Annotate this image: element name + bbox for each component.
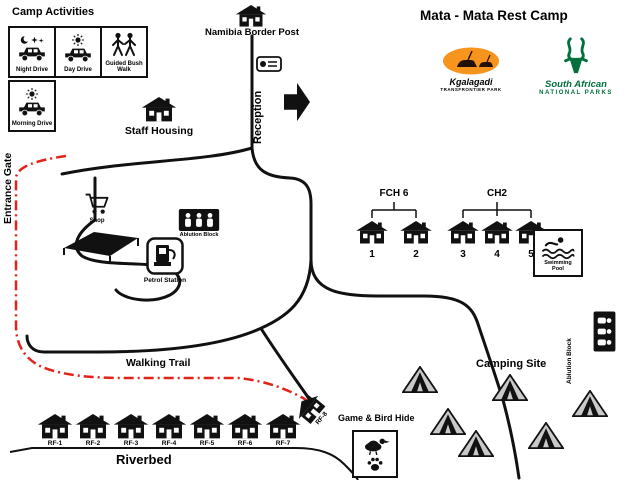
shop-shed-icon [62,228,140,264]
legend-label: Guided Bush Walk [105,60,143,74]
tent-icon [458,430,494,457]
riverbed-label: Riverbed [116,452,172,467]
petrol-station-icon [146,237,184,275]
border-post-label: Namibia Border Post [205,27,299,38]
rf-label: RF-4 [161,440,177,447]
chalet-2-icon [400,221,432,245]
morning-drive-icon [16,84,48,121]
tent-icon [492,374,528,401]
bird-icon [358,435,392,455]
rf-house-icon [76,414,110,440]
rf-label: RF-2 [85,440,101,447]
kgalagadi-name: Kgalagadi [449,77,493,87]
tent-icon [402,366,438,393]
chalet-5-number: 5 [528,249,534,260]
night-drive-icon [16,30,48,67]
fch6-bracket [371,202,417,218]
rf-label: RF-6 [237,440,253,447]
petrol-station-label: Petrol Station [143,277,187,284]
rf-label: RF-5 [199,440,215,447]
border-post-house-icon [236,5,266,28]
legend-label: Day Drive [64,67,92,74]
chalet-1-icon [356,221,388,245]
shop-label: Shop [89,218,105,224]
swimmer-icon [538,234,578,260]
rf-house-icon [228,414,262,440]
fch6-label: FCH 6 [379,188,409,199]
camping-ablution-label: Ablution Block [566,338,573,384]
chalet-3-number: 3 [460,249,466,260]
legend-activities: Night Drive Day Drive Guided Bush Walk [8,26,148,78]
staff-housing-label: Staff Housing [124,125,194,137]
sanparks-logo: South African NATIONAL PARKS [532,34,620,96]
ablution-block-label: Ablution Block [179,232,219,238]
legend-item-day-drive: Day Drive [54,26,102,78]
ch2-label: CH2 [486,188,507,199]
shop-cart-icon [84,191,110,216]
rf-label: RF-1 [47,440,63,447]
game-bird-hide [352,430,398,478]
camping-site-label: Camping Site [476,358,547,370]
day-drive-icon [62,30,94,67]
legend-item-night-drive: Night Drive [8,26,56,78]
kudu-icon [557,34,595,78]
rf-house-icon [152,414,186,440]
reception-arrow-icon [284,82,310,122]
bush-walk-icon [109,30,139,61]
rf-house-icon [266,414,300,440]
legend-item-morning-drive: Morning Drive [8,80,56,132]
legend-label: Morning Drive [11,121,53,128]
chalet-1-number: 1 [369,249,375,260]
sanparks-line2: NATIONAL PARKS [539,90,613,96]
rf-label: RF-3 [123,440,139,447]
chalet-4-icon [481,221,513,245]
riverbed-line [9,447,359,480]
rf-label: RF-7 [275,440,291,447]
walking-trail-label: Walking Trail [126,357,191,369]
entrance-gate-label: Entrance Gate [2,152,14,224]
ch2-bracket [462,202,532,218]
page-title: Mata - Mata Rest Camp [420,8,568,23]
tent-icon [528,422,564,449]
chalet-2-number: 2 [413,249,419,260]
paw-icon [366,455,384,473]
legend-label: Night Drive [15,67,48,74]
tent-icon [572,390,608,417]
game-bird-hide-label: Game & Bird Hide [338,413,415,423]
staff-housing-icon [142,97,176,123]
walking-trail-path [14,154,318,410]
rf-house-icon [38,414,72,440]
kgalagadi-emblem-icon [440,46,502,76]
kgalagadi-subtitle: TRANSFRONTIER PARK [440,87,502,92]
chalet-3-icon [447,221,479,245]
sanparks-line1: South African [545,79,607,90]
chalet-4-number: 4 [494,249,500,260]
rf-house-icon [114,414,148,440]
swimming-pool-label: Swimming Pool [544,259,572,272]
legend-item-bush-walk: Guided Bush Walk [100,26,148,78]
swimming-pool: Swimming Pool [533,229,583,277]
camping-ablution-icon [589,312,616,352]
ablution-block-icon [178,209,220,231]
reception-label: Reception [252,90,264,144]
legend-title: Camp Activities [12,6,95,18]
kgalagadi-logo: Kgalagadi TRANSFRONTIER PARK [436,46,506,92]
rf-house-icon [190,414,224,440]
